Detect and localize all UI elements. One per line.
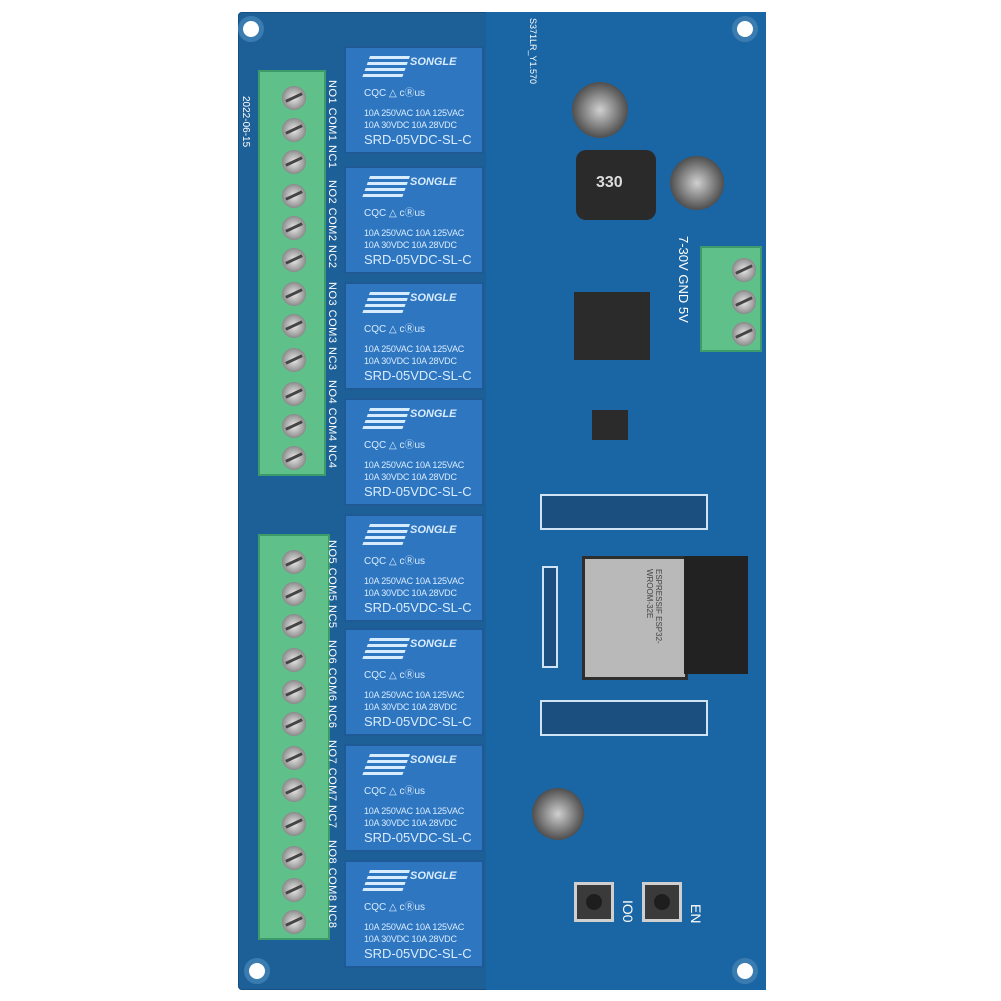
io0-label: IO0	[620, 900, 636, 923]
revision-label: S371LR_Y1.570	[528, 18, 538, 85]
terminal-block-upper	[258, 70, 326, 476]
mount-hole	[244, 958, 270, 984]
pin-header-bottom	[540, 700, 708, 736]
antenna	[684, 556, 748, 674]
mount-hole	[732, 958, 758, 984]
terminal-block-lower	[258, 534, 330, 940]
terminal-label-7: NO7 COM7 NC7	[326, 740, 338, 829]
ldo-ic	[592, 410, 628, 440]
regulator-ic	[574, 292, 650, 360]
terminal-label-6: NO6 COM6 NC6	[326, 640, 338, 729]
io0-button[interactable]	[574, 882, 614, 922]
capacitor	[532, 788, 584, 840]
terminal-label-4: NO4 COM4 NC4	[326, 380, 338, 469]
mount-hole	[238, 16, 264, 42]
esp32-module: ESPRESSIF ESP32-WROOM-32E	[582, 556, 688, 680]
capacitor	[572, 82, 628, 138]
power-label: 7-30V GND 5V	[676, 236, 691, 323]
en-button[interactable]	[642, 882, 682, 922]
terminal-label-8: NO8 COM8 NC8	[326, 840, 338, 929]
date-label: 2022-06-15	[240, 96, 251, 148]
terminal-label-1: NO1 COM1 NC1	[326, 80, 338, 169]
capacitor	[670, 156, 724, 210]
inductor: 330	[576, 150, 656, 220]
power-terminal	[700, 246, 762, 352]
mount-hole	[732, 16, 758, 42]
terminal-label-2: NO2 COM2 NC2	[326, 180, 338, 269]
terminal-label-5: NO5 COM5 NC5	[326, 540, 338, 629]
pin-header-side	[542, 566, 558, 668]
en-label: EN	[688, 904, 704, 924]
terminal-label-3: NO3 COM3 NC3	[326, 282, 338, 371]
pin-header-top	[540, 494, 708, 530]
